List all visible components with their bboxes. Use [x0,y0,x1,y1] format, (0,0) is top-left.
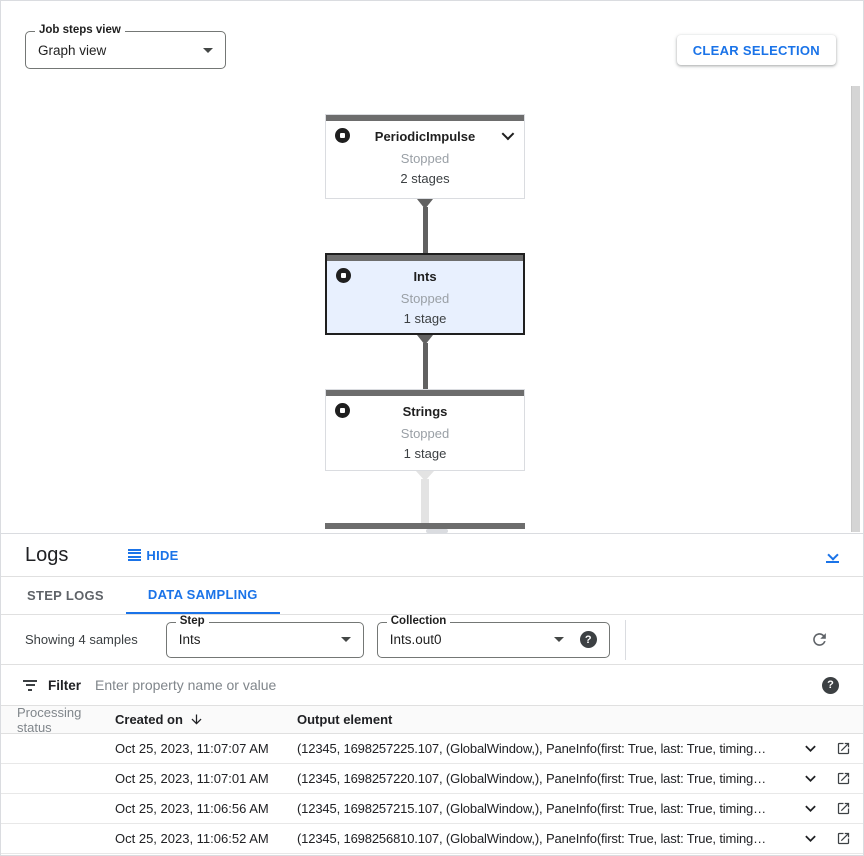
filter-input[interactable] [95,677,810,693]
graph-node-strings[interactable]: Strings Stopped 1 stage [325,389,525,471]
created-on-cell: Oct 25, 2023, 11:06:56 AM [115,801,269,816]
collection-select[interactable]: Collection Ints.out0 ? [376,614,610,658]
partial-node-topbar [325,523,525,529]
clear-selection-button[interactable]: CLEAR SELECTION [676,35,836,65]
expand-row-button[interactable] [800,768,821,789]
edge-arrow [417,199,433,209]
collapse-down-icon [826,549,839,564]
dropdown-arrow-icon [203,47,213,53]
refresh-button[interactable] [810,630,829,649]
hide-logs-button[interactable]: HIDE [128,548,178,563]
step-select-label: Step [175,614,209,627]
open-in-new-button[interactable] [836,831,851,846]
logs-panel: Logs HIDE STEP LOGS DATA SAMPLING Showin… [1,533,863,855]
edge-arrow [417,335,433,345]
filter-icon [23,679,37,691]
tab-step-logs[interactable]: STEP LOGS [5,577,126,614]
chevron-down-icon[interactable] [501,127,515,141]
dropdown-arrow-icon [553,637,564,642]
sample-row: Oct 25, 2023, 11:07:07 AM (12345, 169825… [1,734,863,764]
logs-tabs: STEP LOGS DATA SAMPLING [1,577,863,615]
expand-row-button[interactable] [800,738,821,759]
hide-logs-label: HIDE [146,547,179,563]
output-element-cell: (12345, 1698256810.107, (GlobalWindow,),… [297,831,766,846]
output-element-cell: (12345, 1698257215.107, (GlobalWindow,),… [297,801,766,816]
vertical-divider [624,619,626,660]
graph-vertical-scrollbar[interactable] [851,86,860,532]
collapse-panel-button[interactable] [826,547,839,564]
collection-select-label: Collection [386,614,451,627]
filter-row: Filter ? [1,665,863,706]
graph-node-periodicimpulse[interactable]: PeriodicImpulse Stopped 2 stages [325,114,525,199]
chevron-down-icon [805,835,816,842]
node-title: Ints [413,269,437,284]
refresh-icon [813,633,826,646]
chevron-down-icon [805,805,816,812]
showing-samples-text: Showing 4 samples [25,632,138,647]
sample-row: Oct 25, 2023, 11:06:52 AM (12345, 169825… [1,824,863,854]
column-header-output-element: Output element [297,712,393,727]
logs-panel-resize-handle[interactable] [426,529,448,533]
job-steps-view-label: Job steps view [35,24,125,36]
open-in-new-button[interactable] [836,741,851,756]
edge-line [421,479,429,523]
log-lines-icon [128,548,142,562]
tab-data-sampling[interactable]: DATA SAMPLING [125,577,280,614]
sample-row: Oct 25, 2023, 11:07:01 AM (12345, 169825… [1,764,863,794]
node-title: PeriodicImpulse [374,129,476,144]
node-topbar [327,255,523,261]
node-stages: 1 stage [403,446,447,461]
output-element-cell: (12345, 1698257220.107, (GlobalWindow,),… [297,771,766,786]
created-on-cell: Oct 25, 2023, 11:07:01 AM [115,771,269,786]
dropdown-arrow-icon [340,637,351,642]
filter-label: Filter [48,677,82,693]
stop-circle-icon [335,128,350,143]
open-in-new-icon [837,742,850,755]
edge-arrow [416,471,434,481]
open-in-new-button[interactable] [836,771,851,786]
help-icon[interactable]: ? [822,676,839,694]
open-in-new-icon [837,832,850,845]
edge-line [422,343,428,389]
graph-node-ints-selected[interactable]: Ints Stopped 1 stage [325,253,525,335]
created-on-cell: Oct 25, 2023, 11:07:07 AM [115,741,269,756]
expand-row-button[interactable] [800,828,821,849]
column-header-processing-status: Processing status [17,704,82,735]
stop-circle-icon [336,268,351,283]
node-topbar [326,115,524,121]
output-element-cell: (12345, 1698257225.107, (GlobalWindow,),… [297,741,766,756]
sort-descending-icon[interactable] [189,712,204,727]
created-on-cell: Oct 25, 2023, 11:06:52 AM [115,831,269,846]
column-header-created-on[interactable]: Created on [115,712,183,727]
step-select-value: Ints [178,632,201,647]
chevron-down-icon [805,745,816,752]
node-stages: 1 stage [403,311,447,326]
job-steps-view-select[interactable]: Job steps view Graph view [25,24,226,69]
node-topbar [326,390,524,396]
job-steps-view-value: Graph view [38,42,107,58]
samples-table-header: Processing status Created on Output elem… [1,704,863,735]
sample-row: Oct 25, 2023, 11:06:56 AM (12345, 169825… [1,794,863,824]
step-select[interactable]: Step Ints [165,614,364,658]
open-in-new-icon [837,802,850,815]
expand-row-button[interactable] [800,798,821,819]
node-stages: 2 stages [400,171,450,186]
node-status: Stopped [400,151,450,166]
sampling-controls-row: Showing 4 samples Step Ints Collection I… [1,614,863,665]
logs-panel-title: Logs [25,543,69,566]
stop-circle-icon [335,403,350,418]
collection-select-value: Ints.out0 [389,632,442,647]
help-icon[interactable]: ? [579,631,597,648]
chevron-down-icon [805,775,816,782]
logs-header: Logs HIDE [1,534,863,577]
open-in-new-icon [837,772,850,785]
open-in-new-button[interactable] [836,801,851,816]
node-title: Strings [402,404,448,419]
node-status: Stopped [400,426,450,441]
node-status: Stopped [400,291,450,306]
edge-line [422,207,428,253]
